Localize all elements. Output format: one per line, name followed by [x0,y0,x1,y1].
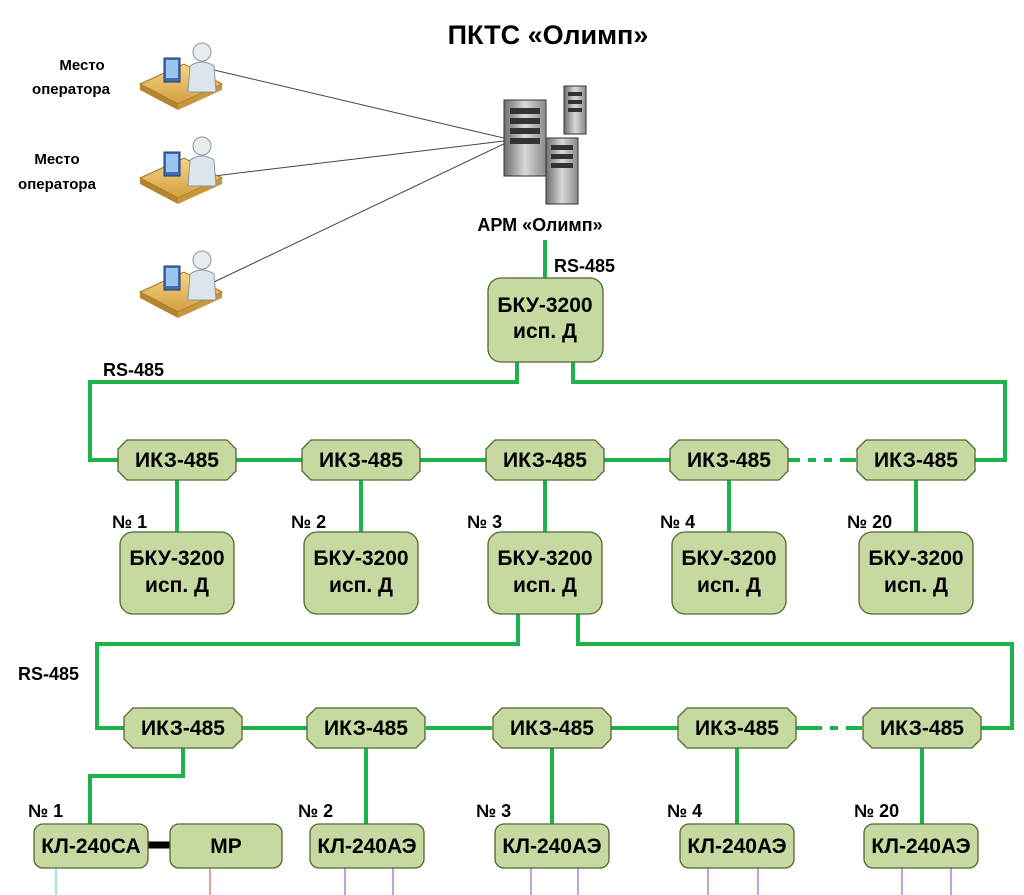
svg-text:исп. Д: исп. Д [513,574,577,597]
upper-number-2: № 2 [291,512,326,532]
lower-device-1: КЛ-240СА [33,823,149,869]
bus-label-top: RS-485 [554,256,615,276]
svg-text:Место: Место [34,151,79,168]
lower-interface-2: ИКЗ-485 [306,707,426,749]
upper-controller-3: БКУ-3200 исп. Д [487,531,603,615]
svg-text:БКУ-3200: БКУ-3200 [681,547,776,570]
upper-number-4: № 4 [660,512,695,532]
svg-text:исп. Д: исп. Д [329,574,393,597]
rs485-links [88,240,1014,824]
upper-controllers: БКУ-3200 исп. Д БКУ-3200 исп. Д БКУ-3200 исп.… [119,531,974,615]
upper-number-1: № 1 [112,512,147,532]
lower-interfaces: ИКЗ-485 ИКЗ-485 ИКЗ-485 ИКЗ-485 ИКЗ-485 [123,707,982,749]
svg-text:ИКЗ-485: ИКЗ-485 [324,717,408,740]
svg-text:КЛ-240АЭ: КЛ-240АЭ [687,835,786,858]
operator-workstation-3 [138,250,224,318]
lower-number-4: № 4 [667,801,702,821]
lower-number-5: № 20 [854,801,899,821]
svg-text:оператора: оператора [18,176,97,193]
upper-controller-4: БКУ-3200 исп. Д [671,531,787,615]
bus-label-upper: RS-485 [103,360,164,380]
svg-text:ИКЗ-485: ИКЗ-485 [687,449,771,472]
svg-text:БКУ-3200: БКУ-3200 [497,547,592,570]
svg-text:исп. Д: исп. Д [884,574,948,597]
lower-device-2: КЛ-240АЭ [309,823,425,869]
bus-label-lower: RS-485 [18,664,79,684]
upper-interface-4: ИКЗ-485 [669,439,789,481]
svg-text:ИКЗ-485: ИКЗ-485 [880,717,964,740]
lower-interface-4: ИКЗ-485 [677,707,797,749]
output-wires [55,868,952,895]
svg-text:КЛ-240СА: КЛ-240СА [41,835,140,858]
lower-number-1: № 1 [28,801,63,821]
lower-device-5: КЛ-240АЭ [863,823,979,869]
lower-number-2: № 2 [298,801,333,821]
lower-interface-3: ИКЗ-485 [492,707,612,749]
svg-text:ИКЗ-485: ИКЗ-485 [510,717,594,740]
operator-workstation-1 [138,42,224,110]
upper-interface-5: ИКЗ-485 [856,439,976,481]
lower-interface-1: ИКЗ-485 [123,707,243,749]
svg-text:КЛ-240АЭ: КЛ-240АЭ [502,835,601,858]
svg-text:ИКЗ-485: ИКЗ-485 [141,717,225,740]
svg-text:ИКЗ-485: ИКЗ-485 [319,449,403,472]
svg-text:БКУ-3200: БКУ-3200 [497,294,592,317]
upper-numbers: № 1 № 2 № 3 № 4 № 20 [112,512,892,532]
svg-text:исп. Д: исп. Д [697,574,761,597]
svg-text:БКУ-3200: БКУ-3200 [129,547,224,570]
operator-label-2: Место оператора [18,151,97,193]
svg-text:ИКЗ-485: ИКЗ-485 [695,717,779,740]
operator-workstation-2 [138,136,224,204]
upper-interface-2: ИКЗ-485 [301,439,421,481]
mp-module: МР [169,823,283,869]
svg-text:Место: Место [59,57,104,74]
upper-interfaces: ИКЗ-485 ИКЗ-485 ИКЗ-485 ИКЗ-485 ИКЗ-485 [117,439,976,481]
upper-interface-3: ИКЗ-485 [485,439,605,481]
lower-interface-5: ИКЗ-485 [862,707,982,749]
upper-controller-1: БКУ-3200 исп. Д [119,531,235,615]
svg-text:БКУ-3200: БКУ-3200 [868,547,963,570]
upper-controller-2: БКУ-3200 исп. Д [303,531,419,615]
svg-text:КЛ-240АЭ: КЛ-240АЭ [317,835,416,858]
svg-text:КЛ-240АЭ: КЛ-240АЭ [871,835,970,858]
svg-text:МР: МР [210,835,242,858]
main-controller: БКУ-3200 исп. Д [487,277,604,363]
lower-number-3: № 3 [476,801,511,821]
svg-text:исп. Д: исп. Д [513,320,577,343]
svg-text:ИКЗ-485: ИКЗ-485 [135,449,219,472]
upper-controller-5: БКУ-3200 исп. Д [858,531,974,615]
lower-device-4: КЛ-240АЭ [679,823,795,869]
upper-number-3: № 3 [467,512,502,532]
svg-text:БКУ-3200: БКУ-3200 [313,547,408,570]
svg-text:оператора: оператора [32,81,111,98]
upper-number-5: № 20 [847,512,892,532]
lower-numbers: № 1 № 2 № 3 № 4 № 20 [28,801,899,821]
svg-text:ИКЗ-485: ИКЗ-485 [503,449,587,472]
svg-text:исп. Д: исп. Д [145,574,209,597]
operator-wires [213,69,513,283]
upper-interface-1: ИКЗ-485 [117,439,237,481]
server-icon [503,85,587,205]
lower-devices: КЛ-240СА КЛ-240АЭ КЛ-240АЭ КЛ-240АЭ КЛ-240АЭ [33,823,979,869]
diagram-title: ПКТС «Олимп» [448,20,649,50]
operator-label-1: Место оператора [32,57,111,98]
server-label: АРМ «Олимп» [477,215,602,235]
svg-text:ИКЗ-485: ИКЗ-485 [874,449,958,472]
lower-device-3: КЛ-240АЭ [494,823,610,869]
